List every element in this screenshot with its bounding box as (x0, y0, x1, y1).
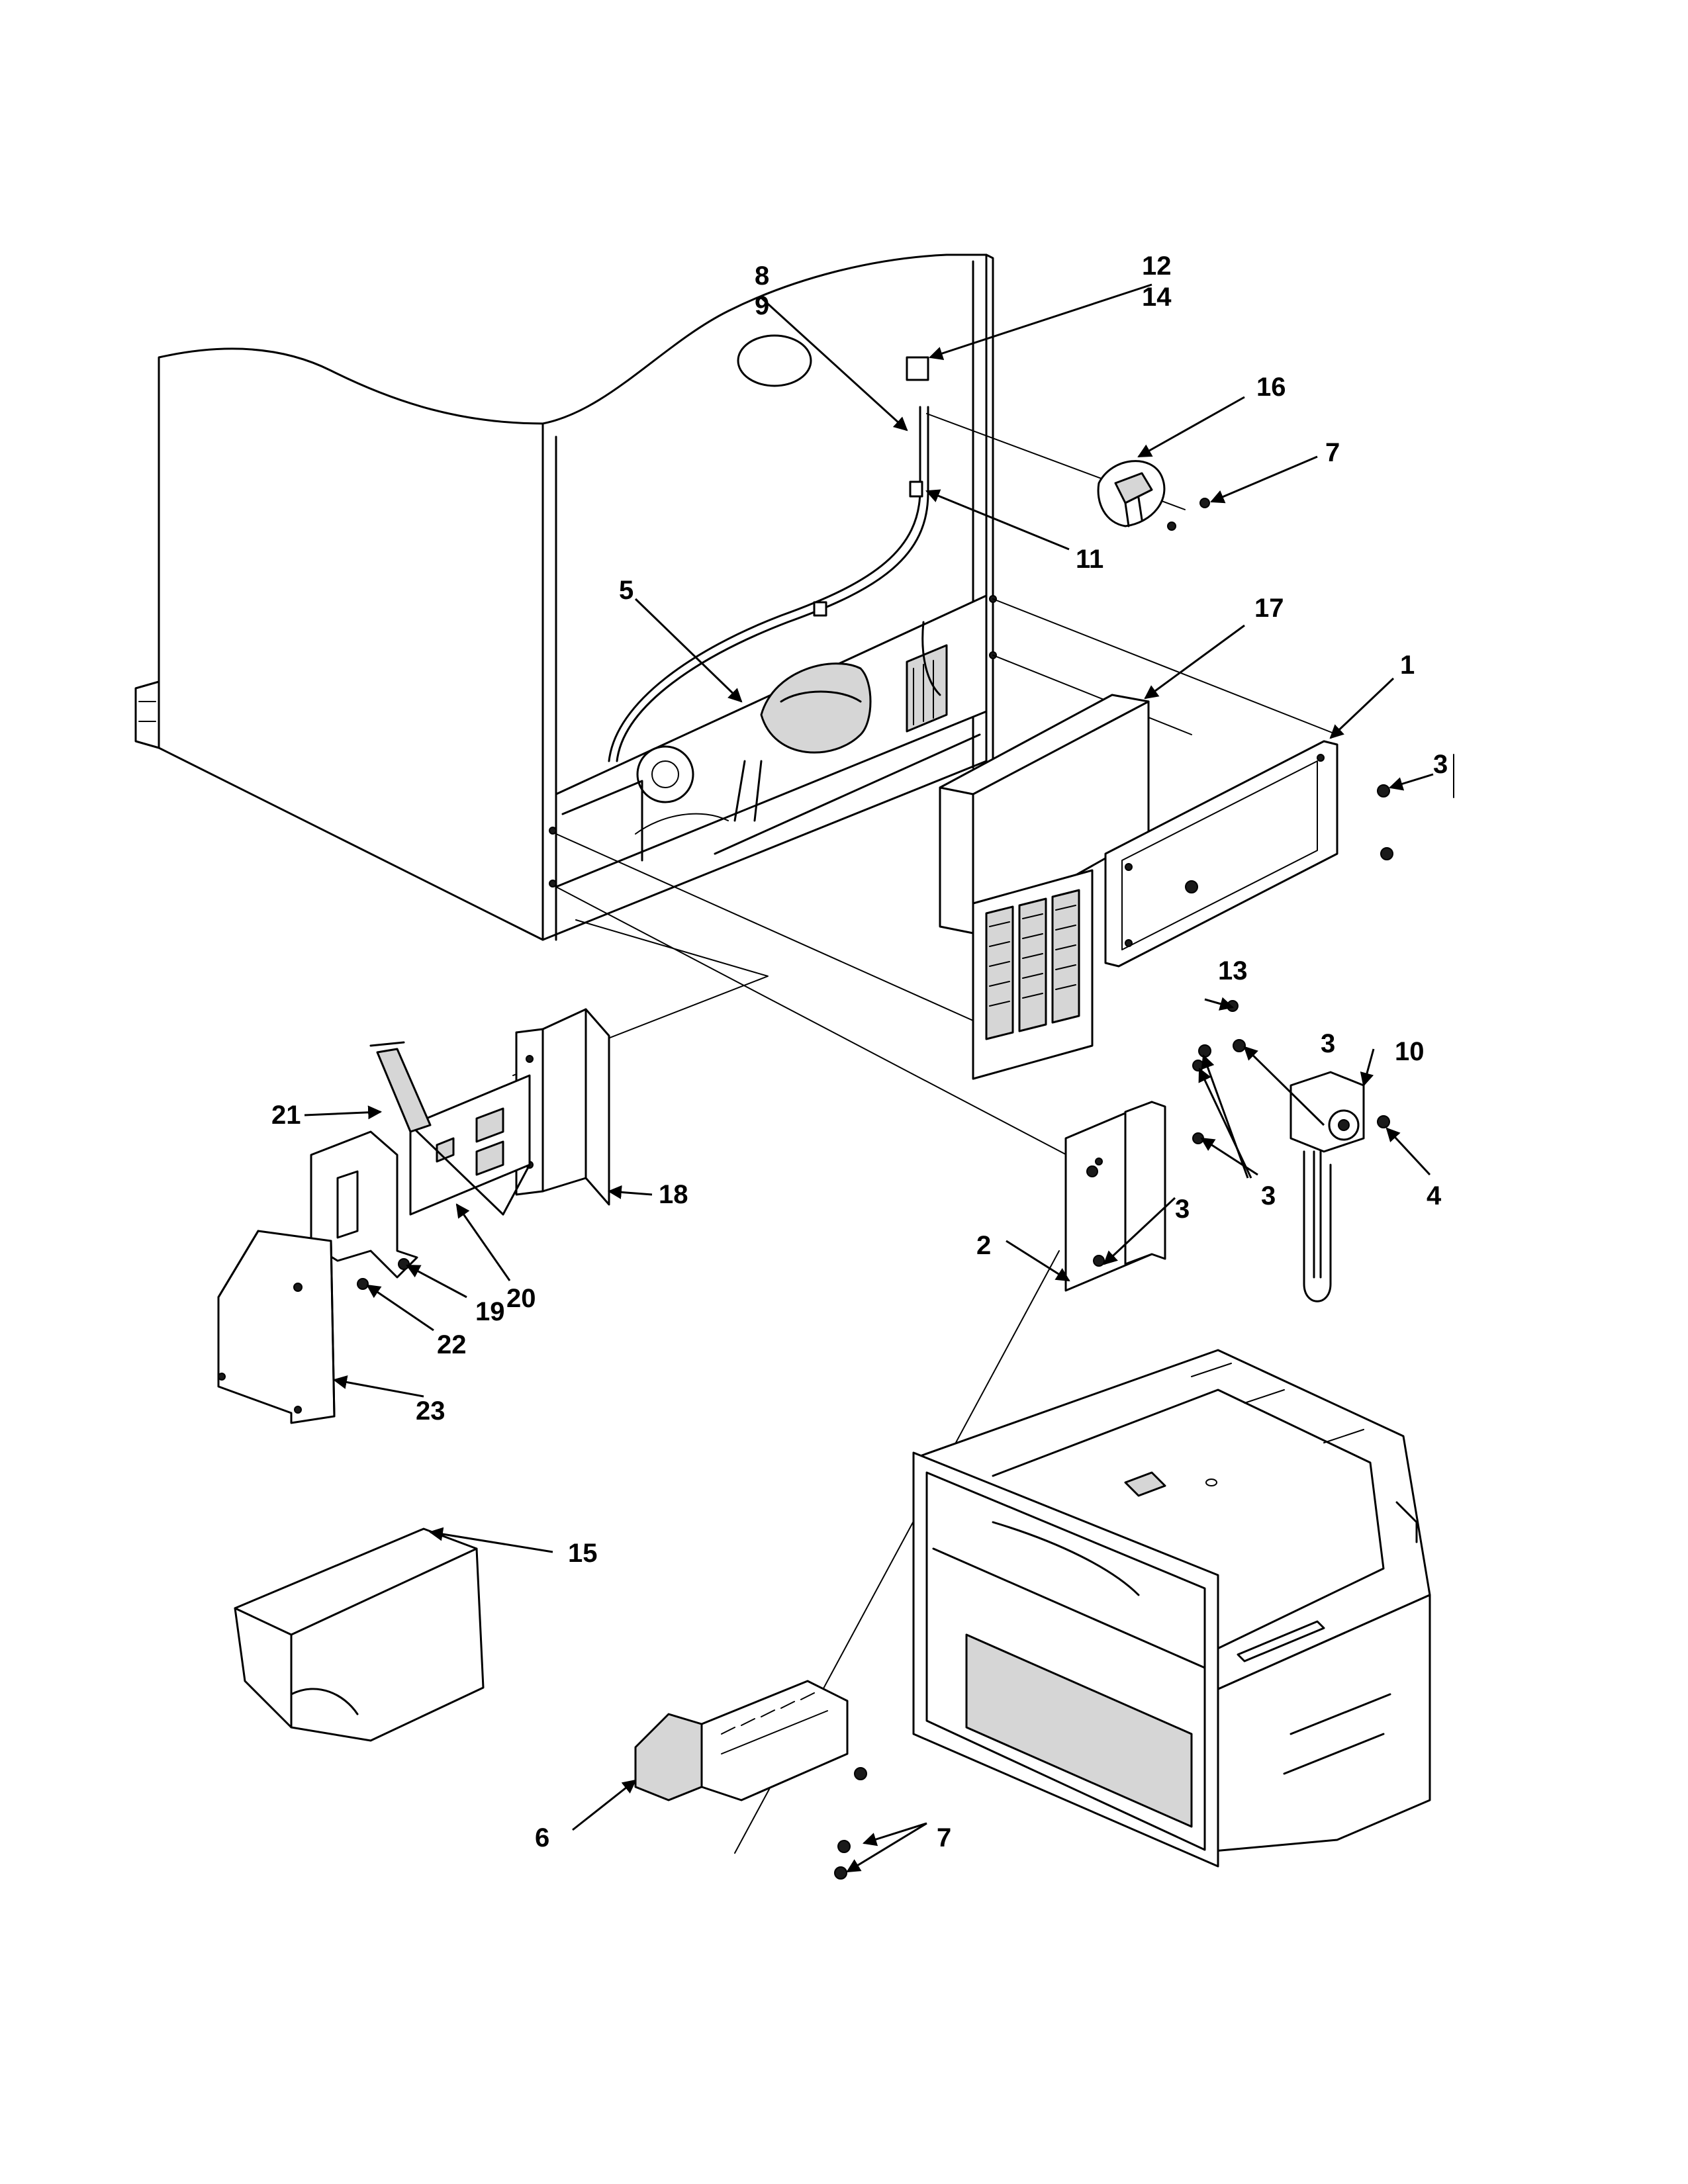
part-21-wire-connector (369, 1041, 432, 1133)
callout-2: 2 (976, 1231, 991, 1260)
callout-3-middle: 3 (1321, 1029, 1335, 1058)
callout-21: 21 (271, 1101, 301, 1130)
part-2-access-panel (1064, 1101, 1166, 1292)
part-22-screw (357, 1278, 369, 1290)
callout-15: 15 (568, 1539, 598, 1568)
callout-12: 12 (1142, 251, 1172, 281)
callout-5: 5 (619, 576, 633, 605)
refrigerator-cabinet (134, 253, 997, 941)
callout-16: 16 (1256, 373, 1286, 402)
callout-23: 23 (416, 1396, 445, 1426)
callout-22: 22 (437, 1330, 467, 1359)
callout-7-bottom: 7 (937, 1823, 951, 1852)
part-1-rear-cover-panel (1104, 740, 1338, 968)
callout-8: 8 (755, 261, 769, 291)
callout-11: 11 (1076, 545, 1103, 574)
callout-13: 13 (1218, 956, 1248, 985)
freezer-liner-assembly (912, 1349, 1431, 1868)
callout-6: 6 (535, 1823, 549, 1852)
part-6-ice-maker (634, 1680, 867, 1880)
callout-3-lower: 3 (1261, 1181, 1276, 1210)
callout-9: 9 (755, 291, 769, 320)
callout-18: 18 (659, 1180, 688, 1209)
callout-1: 1 (1400, 651, 1415, 680)
callout-20: 20 (506, 1284, 536, 1313)
callout-4: 4 (1427, 1181, 1442, 1210)
callout-3-right: 3 (1433, 750, 1448, 779)
vent-grille-panel (972, 869, 1094, 1080)
part-15-storage-tray (234, 1527, 485, 1742)
leader-lines (304, 283, 1454, 1873)
callout-19: 19 (475, 1297, 505, 1326)
callout-3-bottom: 3 (1175, 1195, 1190, 1224)
part-20-control-board (409, 1074, 531, 1216)
callout-labels: 8 9 12 14 16 7 11 5 17 1 3 13 3 10 3 4 3… (271, 251, 1448, 1852)
callout-17: 17 (1254, 594, 1284, 623)
part-16-water-inlet-bracket (1097, 460, 1210, 531)
callout-10: 10 (1395, 1037, 1425, 1066)
part-10-water-valve (1289, 1071, 1390, 1302)
callout-14: 14 (1142, 283, 1172, 312)
part-23-cover-plate (217, 1230, 336, 1424)
callout-7-top: 7 (1325, 438, 1340, 467)
